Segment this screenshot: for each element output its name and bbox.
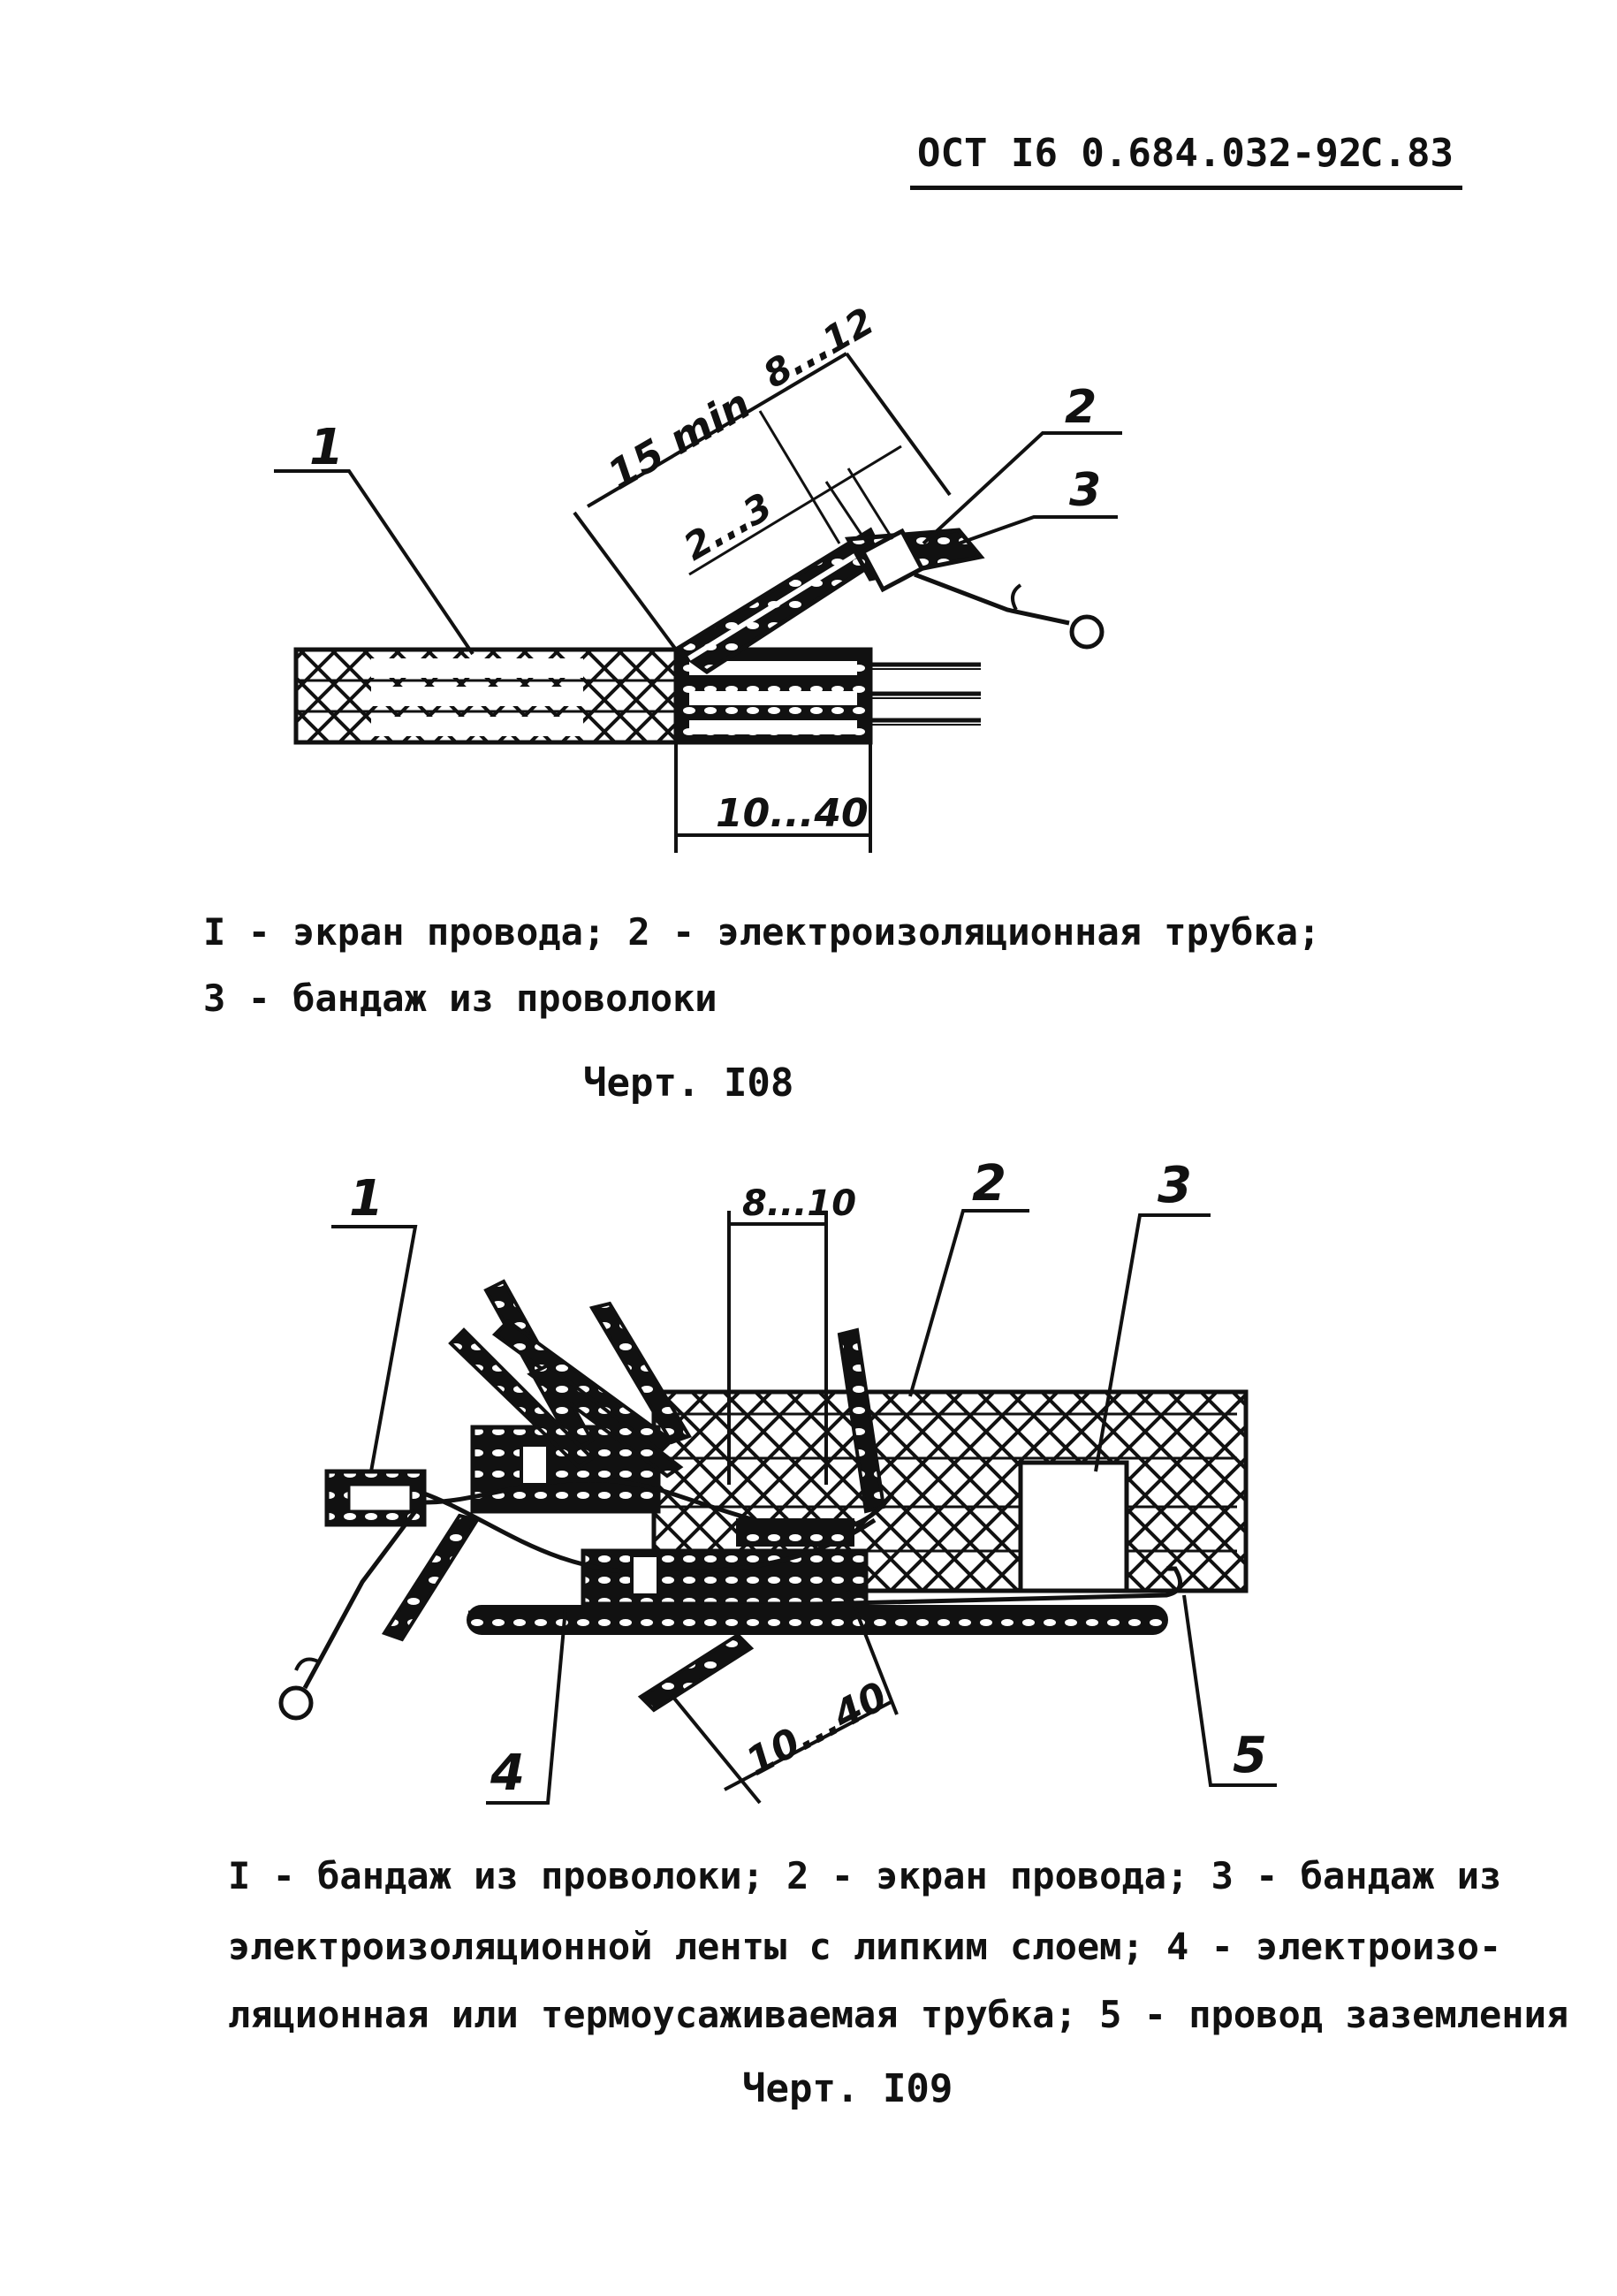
fig109-legend-line-2: электроизоляционной ленты с липким слоем… (228, 1925, 1502, 1968)
fig109-legend-line-3: ляционная или термоусаживаемая трубка; 5… (228, 1993, 1569, 2036)
standard-code: ОСТ I6 0.684.032-92 (917, 131, 1363, 176)
fig108-legend-line-1: I - экран провода; 2 - электроизоляционн… (203, 910, 1321, 954)
fig108-dim-gap: 2...3 (677, 484, 780, 569)
fig109-label-1: 1 (349, 1170, 383, 1228)
fig108-label-3: 3 (1069, 464, 1101, 517)
fig108-dim-band: 8...12 (756, 299, 882, 396)
figure-109-drawing: 1 2 3 4 5 8...10 10...40 (278, 1155, 1277, 1805)
fig108-label-1: 1 (309, 419, 344, 476)
fig109-caption: Черт. I09 (742, 2066, 953, 2111)
page-number: С.83 (1360, 131, 1454, 176)
fig109-label-2: 2 (972, 1155, 1006, 1213)
fig109-dim-bottom: 10...40 (739, 1674, 894, 1785)
fig109-label-3: 3 (1158, 1157, 1192, 1214)
fig108-label-2: 2 (1065, 381, 1097, 434)
fig109-dim-top: 8...10 (742, 1183, 856, 1224)
fig108-dim-bottom: 10...40 (716, 791, 869, 836)
fig109-label-4: 4 (490, 1745, 525, 1802)
fig108-dim-overall: 15 min (600, 380, 759, 499)
fig109-legend-line-1: I - бандаж из проволоки; 2 - экран прово… (228, 1854, 1502, 1897)
fig108-legend-line-2: 3 - бандаж из проволоки (203, 977, 717, 1020)
document-header: ОСТ I6 0.684.032-92 С.83 (910, 124, 1462, 190)
fig109-label-5: 5 (1233, 1727, 1267, 1784)
fig108-caption: Черт. I08 (583, 1061, 794, 1106)
figure-108-drawing: 1 2 3 15 min 8...12 2...3 10...40 (274, 299, 1122, 853)
